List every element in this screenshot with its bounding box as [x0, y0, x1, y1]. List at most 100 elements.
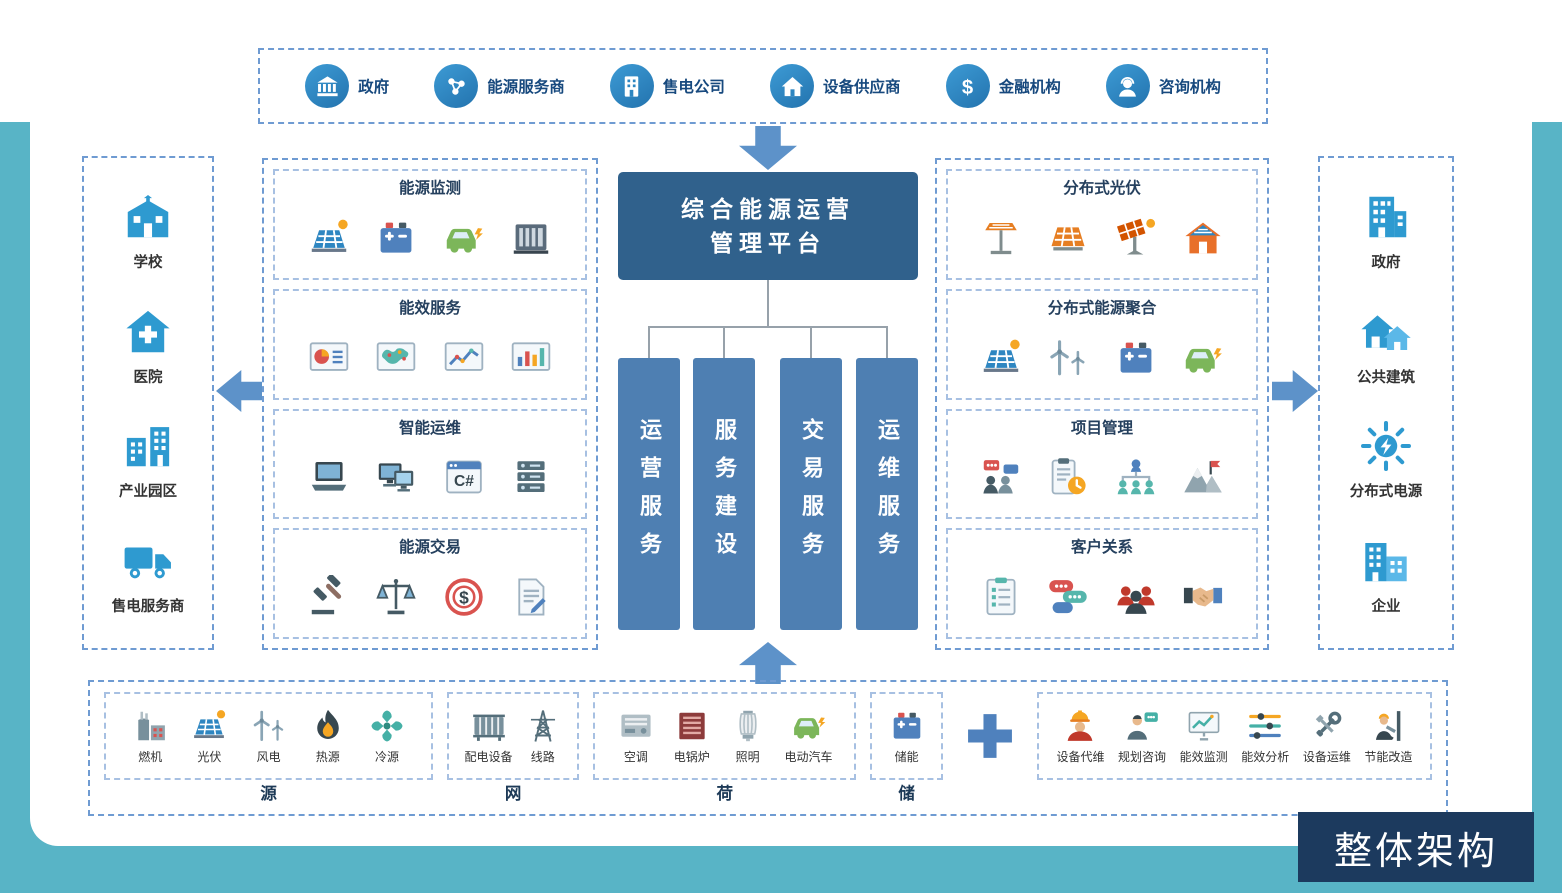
arrow-down-icon: [739, 126, 797, 170]
service-box-icons: C#: [275, 438, 585, 518]
contract-document-icon: [509, 575, 553, 619]
item-label: 风电: [256, 750, 281, 764]
ev-car-icon: [790, 707, 828, 745]
clipboard-clock-icon: [1046, 455, 1090, 499]
service-box-icons: [948, 557, 1256, 637]
connector-stub-4: [886, 326, 888, 360]
service-box-customer-relations: 客户关系: [946, 528, 1258, 639]
platform-title-box: 综合能源运营 管理平台: [618, 172, 918, 280]
client-label: 产业园区: [119, 484, 177, 501]
people-group-icon: [1114, 575, 1158, 619]
item-label: 冷源: [375, 750, 400, 764]
service-box-icons: [275, 198, 585, 278]
item-label: 配电设备: [464, 750, 513, 764]
distributed-power-icon: [1359, 419, 1413, 473]
efficiency-monitor-icon: [1185, 707, 1223, 745]
stakeholder-equipment-supplier: 设备供应商: [770, 64, 901, 108]
service-box-energy-trading: 能源交易 $: [273, 528, 587, 639]
item-equipment-agent-maintenance: 设备代维: [1056, 707, 1104, 765]
item-label: 空调: [623, 750, 648, 764]
item-label: 能效监测: [1179, 750, 1228, 764]
stakeholder-label: 金融机构: [998, 79, 1061, 96]
service-box-icons: [948, 318, 1256, 398]
service-box-title: 分布式能源聚合: [1047, 299, 1157, 317]
school-icon: [121, 190, 175, 244]
svg-text:C#: C#: [454, 474, 474, 491]
item-label: 光伏: [197, 750, 222, 764]
badge-label: 整体架构: [1333, 830, 1498, 873]
service-box-title: 能源监测: [398, 180, 461, 197]
solar-panel-icon: [307, 216, 351, 260]
delivery-truck-icon: [121, 534, 175, 588]
item-lighting: 照明: [729, 707, 767, 765]
stakeholder-energy-service-provider: 能源服务商: [434, 64, 565, 108]
item-electric-vehicle: 电动汽车: [785, 707, 833, 765]
pillar-label: 运维服务: [875, 418, 900, 570]
group-load-label: 荷: [716, 785, 733, 803]
pillar-label: 运营服务: [637, 418, 662, 570]
platform-title-line1: 综合能源运营: [681, 195, 855, 222]
item-efficiency-analysis: 能效分析: [1241, 707, 1289, 765]
planning-consultant-icon: [1123, 707, 1161, 745]
group-storage-label: 储: [898, 785, 915, 803]
item-pv: 光伏: [190, 707, 228, 765]
item-label: 设备代维: [1056, 750, 1105, 764]
stakeholders-box: 政府 能源服务商 售电公司 设备供应商 $ 金融机构 咨询机构: [258, 48, 1268, 124]
connector-stub-2: [723, 326, 725, 360]
plus-wrap: [957, 692, 1023, 804]
item-energy-saving-retrofit: 节能改造: [1364, 707, 1412, 765]
group-load-box: 空调 电锅炉 照明 电动汽车: [593, 692, 857, 780]
battery-icon: [374, 216, 418, 260]
source-grid-load-storage-box: 燃机 光伏 风电 热源 冷源 源: [88, 680, 1448, 816]
svg-text:$: $: [459, 588, 469, 608]
chiller-fan-icon: [368, 707, 406, 745]
stakeholder-label: 设备供应商: [823, 79, 901, 96]
group-source-box: 燃机 光伏 风电 热源 冷源: [104, 692, 434, 780]
code-window-icon: C#: [442, 455, 486, 499]
handshake-icon: [1181, 575, 1225, 619]
pillar-operations-service: 运营服务: [618, 358, 680, 630]
right-services-box: 分布式光伏 分布式能源聚合 项目管理: [935, 158, 1269, 650]
pillar-label: 服务建设: [712, 418, 737, 570]
stakeholder-financial-institution: $ 金融机构: [945, 64, 1061, 108]
group-services: 设备代维 规划咨询 能效监测 能效分析 设备运维: [1036, 692, 1432, 804]
solar-roof-house-icon: [1181, 216, 1225, 260]
solar-panel-orange-icon: [1046, 216, 1090, 260]
item-cold-source: 冷源: [368, 707, 406, 765]
team-discussion-icon: [979, 455, 1023, 499]
stakeholder-label: 能源服务商: [487, 79, 565, 96]
checklist-board-icon: [979, 575, 1023, 619]
ev-car-icon: [442, 216, 486, 260]
ev-car-icon: [1181, 336, 1225, 380]
platform-title-line2: 管理平台: [710, 230, 826, 256]
client-label: 企业: [1371, 598, 1401, 615]
item-energy-storage: 储能: [888, 707, 926, 765]
service-box-project-management: 项目管理: [946, 408, 1258, 520]
connector-stub-3: [810, 326, 812, 360]
client-public-buildings: 公共建筑: [1357, 305, 1415, 387]
distribution-transformer-icon: [470, 707, 508, 745]
pillar-trading-service: 交易服务: [780, 358, 842, 630]
solar-street-light-icon: [979, 216, 1023, 260]
service-box-title: 能效服务: [398, 299, 461, 317]
architecture-badge: 整体架构: [1298, 812, 1534, 882]
generator-unit-icon: [509, 216, 553, 260]
connector-stem: [767, 280, 769, 326]
electric-boiler-icon: [673, 707, 711, 745]
gavel-icon: [307, 573, 351, 619]
group-storage: 储能 储: [870, 692, 943, 804]
group-storage-box: 储能: [870, 692, 943, 780]
maintenance-worker-icon: [1061, 707, 1099, 745]
client-industrial-park: 产业园区: [119, 419, 177, 501]
client-label: 分布式电源: [1349, 484, 1423, 501]
stakeholder-label: 售电公司: [662, 79, 725, 96]
group-grid: 配电设备 线路 网: [447, 692, 579, 804]
group-services-label-spacer: [1037, 780, 1432, 804]
industrial-park-icon: [121, 419, 175, 473]
client-label: 医院: [133, 369, 163, 386]
stakeholder-electricity-retailer: 售电公司: [609, 64, 725, 108]
government-building-icon: [1359, 190, 1413, 244]
item-gas-turbine: 燃机: [131, 707, 169, 765]
item-label: 燃机: [138, 750, 163, 764]
client-government: 政府: [1359, 190, 1413, 272]
